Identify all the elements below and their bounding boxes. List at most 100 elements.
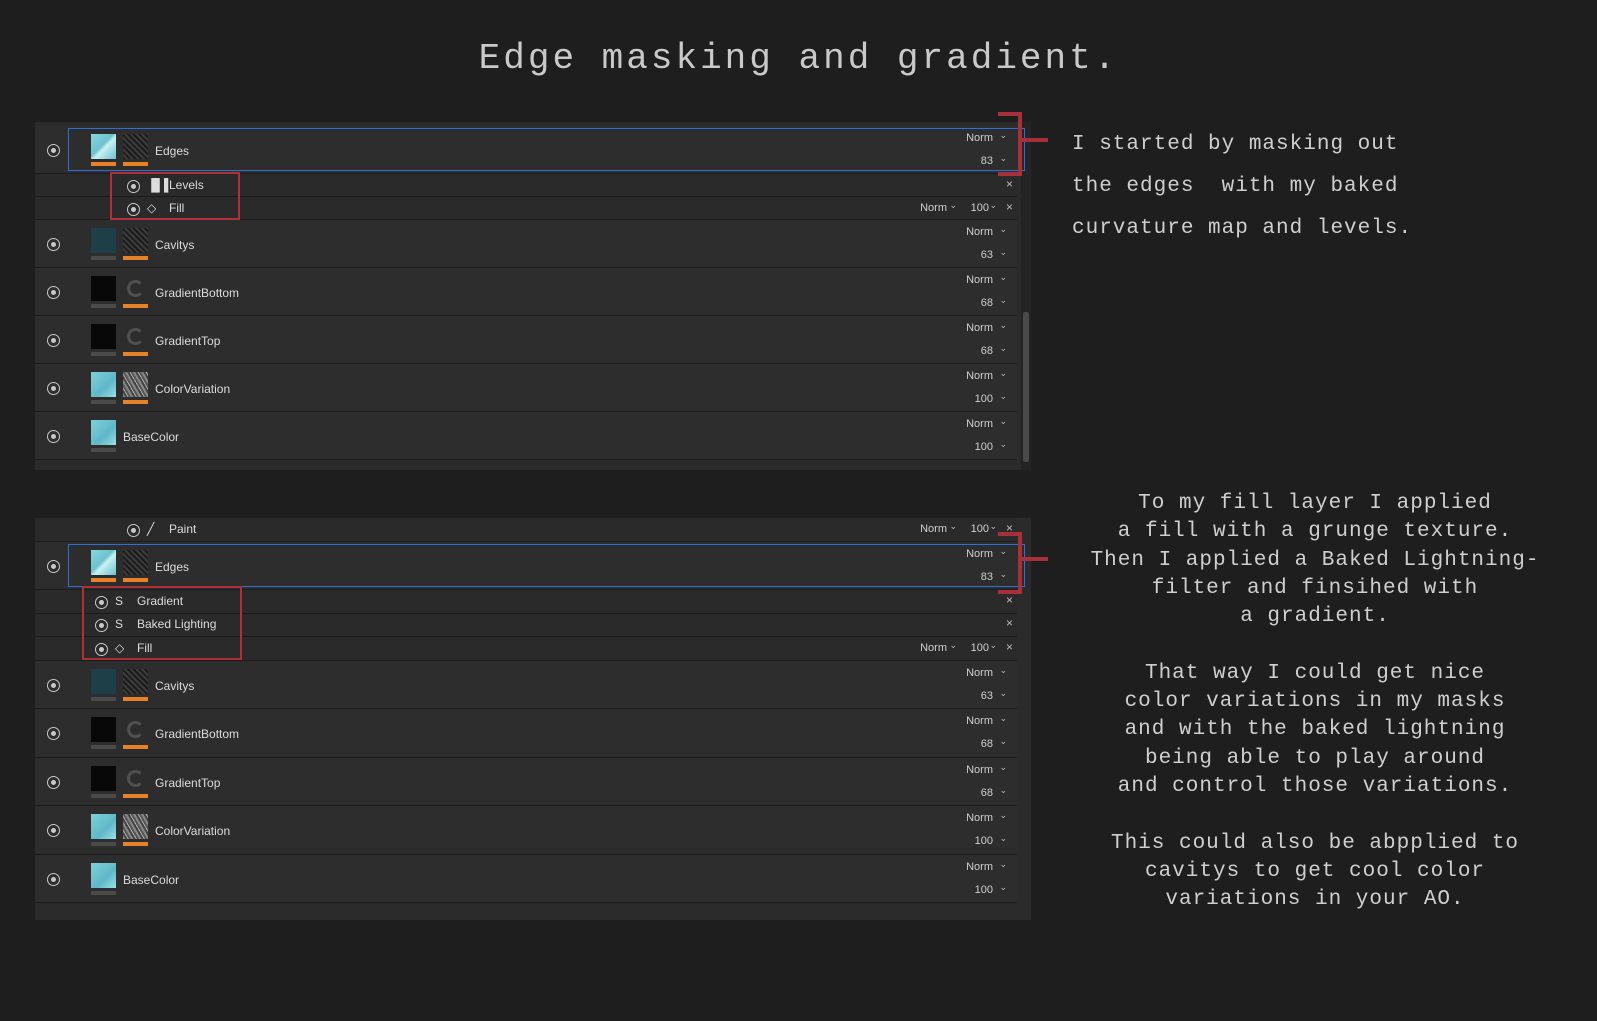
layer-color-thumbnail[interactable] [91,276,116,301]
chevron-down-icon[interactable]: ⌄ [999,368,1007,378]
layer-name[interactable]: GradientTop [155,775,221,790]
layer-row[interactable]: ColorVariation Norm ⌄ 100 ⌄ [35,806,1017,855]
chevron-down-icon[interactable]: ⌄ [999,736,1007,747]
opacity-value[interactable]: 83 [980,570,993,583]
layer-mask-thumbnail[interactable] [123,228,148,253]
chevron-down-icon[interactable]: ⌄ [999,224,1007,234]
chevron-down-icon[interactable]: ⌄ [999,130,1007,140]
chevron-down-icon[interactable]: ⌄ [999,545,1007,556]
blend-mode-dropdown[interactable]: Norm [966,418,993,430]
blend-mode-dropdown[interactable]: Norm [966,322,993,334]
layer-mask-thumbnail[interactable] [123,276,148,301]
sub-visibility-eye-icon[interactable] [127,179,140,193]
blend-mode-dropdown[interactable]: Norm [966,812,993,825]
sub-visibility-eye-icon[interactable] [95,619,108,633]
chevron-down-icon[interactable]: ⌄ [999,153,1007,163]
chevron-down-icon[interactable]: ⌄ [999,810,1007,821]
chevron-down-icon[interactable]: ⌄ [999,416,1007,426]
chevron-down-icon[interactable]: ⌄ [949,639,957,650]
visibility-eye-icon[interactable] [47,872,60,886]
visibility-eye-icon[interactable] [47,238,60,251]
blend-mode-dropdown[interactable]: Norm [966,370,993,382]
sub-opacity-value[interactable]: 100 [970,201,989,214]
layer-color-thumbnail[interactable] [91,668,116,694]
layer-mask-thumbnail[interactable] [123,766,148,791]
visibility-eye-icon[interactable] [47,678,60,692]
chevron-down-icon[interactable]: ⌄ [999,295,1007,305]
layer-mask-thumbnail[interactable] [123,717,148,742]
blend-mode-dropdown[interactable]: Norm [966,226,993,238]
layer-color-thumbnail[interactable] [91,134,116,159]
layer-name[interactable]: BaseColor [123,872,180,887]
opacity-value[interactable]: 100 [974,393,993,405]
remove-effect-icon[interactable]: × [1005,616,1013,631]
layer-color-thumbnail[interactable] [91,717,116,743]
layer-color-thumbnail[interactable] [91,549,116,575]
layer-name[interactable]: ColorVariation [155,824,231,839]
chevron-down-icon[interactable]: ⌄ [989,199,997,210]
layer-color-thumbnail[interactable] [91,814,116,840]
sub-layer-row[interactable]: ╱Paint×100⌄Norm⌄ [35,518,1017,542]
sub-blend-mode[interactable]: Norm [920,522,947,535]
remove-effect-icon[interactable]: × [1005,520,1013,535]
blend-mode-dropdown[interactable]: Norm [966,860,993,873]
layer-color-thumbnail[interactable] [91,862,116,888]
remove-effect-icon[interactable]: × [1005,639,1013,654]
blend-mode-dropdown[interactable]: Norm [966,132,993,144]
blend-mode-dropdown[interactable]: Norm [966,547,993,560]
scrollbar[interactable] [1021,122,1031,470]
chevron-down-icon[interactable]: ⌄ [999,833,1007,844]
opacity-value[interactable]: 68 [980,345,993,357]
blend-mode-dropdown[interactable]: Norm [966,666,993,679]
layer-color-thumbnail[interactable] [91,372,116,397]
layer-mask-thumbnail[interactable] [123,134,148,159]
sub-blend-mode[interactable]: Norm [920,201,947,214]
chevron-down-icon[interactable]: ⌄ [999,881,1007,892]
layer-color-thumbnail[interactable] [91,228,116,253]
chevron-down-icon[interactable]: ⌄ [999,439,1007,449]
chevron-down-icon[interactable]: ⌄ [999,784,1007,795]
chevron-down-icon[interactable]: ⌄ [999,568,1007,579]
visibility-eye-icon[interactable] [47,286,60,299]
opacity-value[interactable]: 100 [974,441,993,453]
chevron-down-icon[interactable]: ⌄ [999,664,1007,675]
layer-name[interactable]: Edges [155,144,190,158]
sub-blend-mode[interactable]: Norm [920,641,947,654]
layer-name[interactable]: Edges [155,559,190,574]
visibility-eye-icon[interactable] [47,727,60,741]
sub-layer-row[interactable]: ◇Fill×100⌄Norm⌄ [35,637,1017,661]
chevron-down-icon[interactable]: ⌄ [999,713,1007,724]
layer-name[interactable]: GradientBottom [155,727,240,742]
layer-name[interactable]: ColorVariation [155,382,231,396]
layer-name[interactable]: BaseColor [123,430,180,444]
blend-mode-dropdown[interactable]: Norm [966,715,993,728]
opacity-value[interactable]: 83 [980,155,993,167]
layer-name[interactable]: GradientTop [155,334,221,348]
visibility-eye-icon[interactable] [47,382,60,395]
layer-name[interactable]: Cavitys [155,678,195,693]
opacity-value[interactable]: 100 [974,835,993,848]
blend-mode-dropdown[interactable]: Norm [966,763,993,776]
layer-mask-thumbnail[interactable] [123,814,148,840]
remove-effect-icon[interactable]: × [1005,176,1013,191]
chevron-down-icon[interactable]: ⌄ [999,687,1007,698]
layer-name[interactable]: Cavitys [155,238,195,252]
sub-visibility-eye-icon[interactable] [127,523,140,537]
layer-mask-thumbnail[interactable] [123,372,148,397]
chevron-down-icon[interactable]: ⌄ [989,520,997,531]
opacity-value[interactable]: 68 [980,786,993,799]
opacity-value[interactable]: 63 [980,249,993,261]
remove-effect-icon[interactable]: × [1005,592,1013,607]
sub-layer-row[interactable]: ◇Fill×100⌄Norm⌄ [35,197,1017,220]
sub-visibility-eye-icon[interactable] [95,595,108,609]
layer-row[interactable]: Edges Norm ⌄ 83 ⌄ [35,126,1025,174]
sub-visibility-eye-icon[interactable] [95,642,108,656]
remove-effect-icon[interactable]: × [1005,199,1013,214]
visibility-eye-icon[interactable] [47,775,60,789]
